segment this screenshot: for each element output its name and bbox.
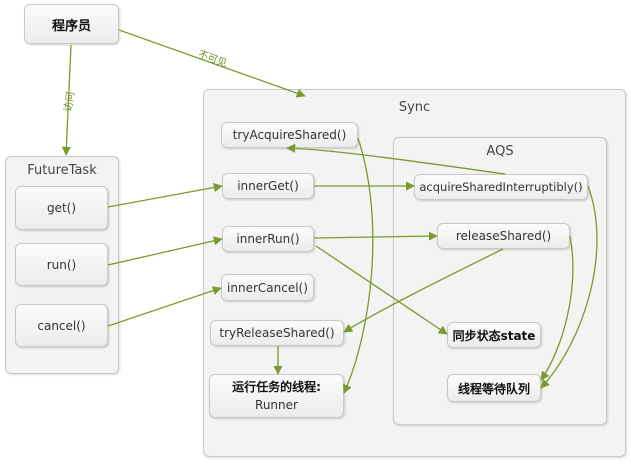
- runner-line1: 运行任务的线程:: [232, 380, 321, 394]
- sync-innercancel-label: innerCancel(): [227, 280, 308, 295]
- sync-tryreleaseshared-label: tryReleaseShared(): [219, 326, 335, 340]
- futuretask-cancel-node: cancel(): [15, 304, 108, 347]
- sync-innercancel-node: innerCancel(): [221, 274, 314, 301]
- aqs-queue-node: 线程等待队列: [447, 374, 541, 402]
- aqs-state-label: 同步状态state: [452, 328, 536, 343]
- aqs-acquire-node: acquireSharedInterruptibly(): [414, 174, 588, 200]
- futuretask-run-node: run(): [15, 243, 108, 286]
- futuretask-get-node: get(): [15, 186, 108, 230]
- programmer-node: 程序员: [24, 4, 119, 44]
- aqs-releaseshared-label: releaseShared(): [455, 229, 552, 243]
- futuretask-get-label: get(): [46, 201, 77, 215]
- aqs-queue-label: 线程等待队列: [457, 381, 530, 396]
- sync-tryreleaseshared-node: tryReleaseShared(): [210, 320, 344, 346]
- sync-innerrun-node: innerRun(): [222, 226, 314, 252]
- sync-title: Sync: [398, 100, 431, 115]
- sync-innerget-node: innerGet(): [222, 173, 314, 199]
- sync-tryacquireshared-node: tryAcquireShared(): [221, 122, 358, 148]
- futuretask-title: FutureTask: [27, 163, 97, 178]
- aqs-title: AQS: [486, 144, 514, 159]
- futuretask-cancel-label: cancel(): [37, 318, 86, 333]
- futuretask-run-label: run(): [46, 257, 77, 272]
- edge-label-access: 访问: [62, 91, 78, 113]
- aqs-acquire-label: acquireSharedInterruptibly(): [419, 180, 583, 194]
- runner-line2: Runner: [255, 398, 298, 412]
- sync-innerrun-label: innerRun(): [236, 232, 300, 246]
- sync-runner-node: 运行任务的线程: Runner: [209, 374, 344, 418]
- edge-label-not-visible: 不可见: [196, 49, 229, 70]
- sync-innerget-label: innerGet(): [237, 179, 299, 193]
- aqs-state-node: 同步状态state: [447, 322, 541, 348]
- aqs-releaseshared-node: releaseShared(): [437, 223, 570, 249]
- sync-tryacquireshared-label: tryAcquireShared(): [232, 128, 347, 142]
- programmer-label: 程序员: [51, 18, 91, 34]
